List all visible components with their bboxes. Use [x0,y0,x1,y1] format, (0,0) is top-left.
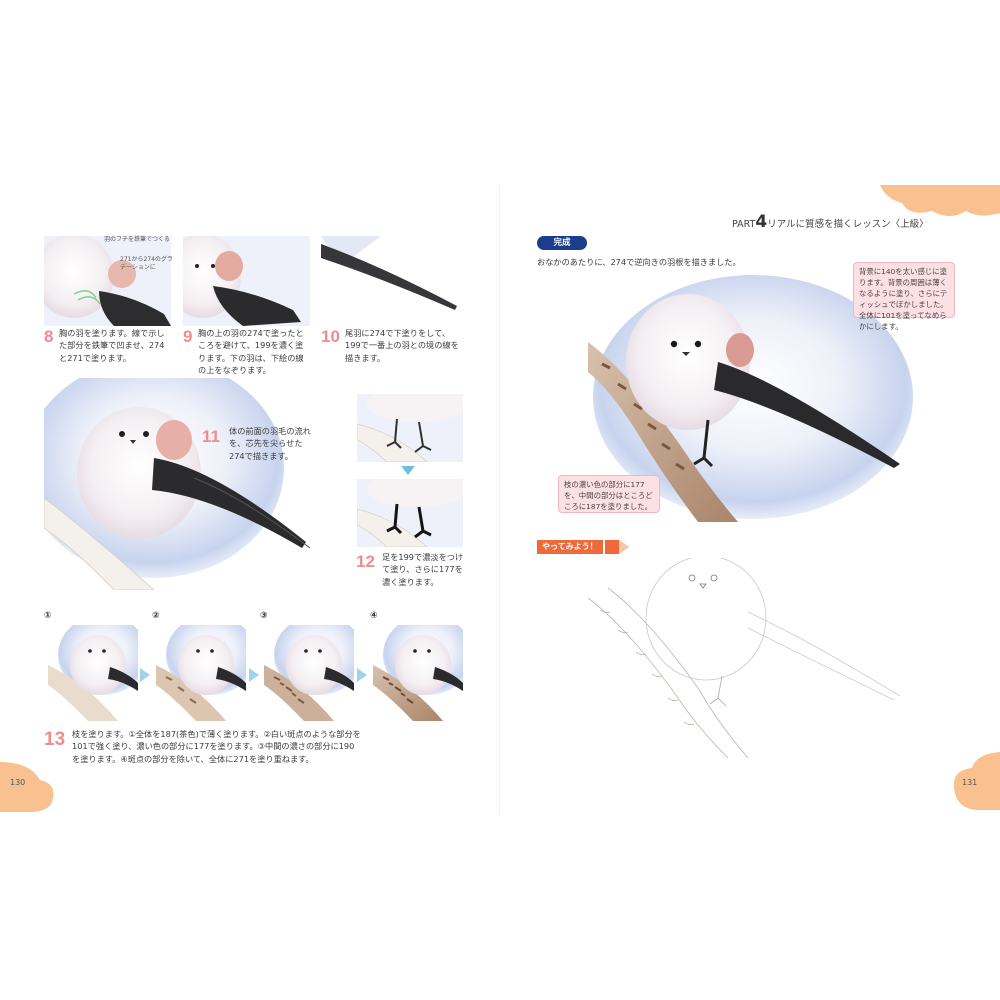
callout-branch-tip: 枝の濃い色の部分に177を、中間の部分はところどころに187を塗りました。 [558,475,660,513]
try-it-label: やってみよう！ [537,540,603,554]
part-label: PART [732,219,756,230]
step-13-number: 13 [44,729,66,750]
practice-line-drawing [588,558,908,758]
step-11-image [44,378,310,590]
substep-2-label: ② [152,611,160,621]
left-page-blob [0,762,54,812]
step-9-text: 胸の上の羽の274で塗ったところを避けて、199を濃く塗ります。下の羽は、下絵の… [198,328,304,375]
step-11-text: 体の前面の羽毛の流れを、芯先を尖らせた274で描きます。 [229,426,311,461]
step-10-text: 尾羽に274で下塗りをして、199で一番上の羽との境の線を描きます。 [345,328,459,363]
step-11-number: 11 [202,427,220,446]
pencil-icon [605,540,629,554]
left-page-number: 130 [10,778,26,787]
step-12-number: 12 [356,552,375,571]
step-12-down-arrow [401,466,415,475]
step-8-note-2: 271から274のグラデーションに [120,256,173,271]
substep-1-label: ① [44,611,52,621]
part-header: PART4リアルに質感を描くレッスン〈上級〉 [732,212,929,232]
right-page-number: 131 [962,778,978,787]
substep-3-label: ③ [260,611,268,621]
step-8-number: 8 [44,327,54,346]
complete-text: おなかのあたりに、274で逆向きの羽根を描きました。 [537,257,741,267]
substep-arrow-1 [140,668,150,682]
substep-1-image [48,625,138,721]
right-page-blob [953,752,1000,810]
step-8-note-1: 羽のフチを鉄筆でつくる [104,236,170,243]
callout-background-tip: 背景に140を太い感じに塗ります。背景の周囲は薄くなるように塗り、さらにティッシ… [853,262,955,331]
part-number: 4 [755,212,768,232]
part-title: リアルに質感を描くレッスン〈上級〉 [767,219,929,230]
substep-arrow-3 [357,668,367,682]
step-9-image [183,236,310,326]
gutter [499,185,500,815]
substep-arrow-2 [249,668,259,682]
step-8-text: 胸の羽を塗ります。線で示した部分を鉄筆で凹ませ、274と271で塗ります。 [59,328,165,363]
step-10-image [321,236,461,326]
substep-2-image [156,625,246,721]
complete-badge: 完成 [537,236,587,250]
substep-4-label: ④ [370,611,378,621]
step-12-image-before [357,394,463,462]
substep-3-image [264,625,354,721]
step-12-image-after [357,479,463,547]
substep-4-image [373,625,463,721]
step-12-text: 足を199で濃淡をつけて塗り、さらに177を濃く塗ります。 [382,552,464,587]
step-9-number: 9 [183,327,193,346]
step-13-text: 枝を塗ります。①全体を187(茶色)で薄く塗ります。②白い斑点のような部分を10… [72,729,361,764]
header-blob [880,185,1000,216]
step-10-number: 10 [321,327,340,346]
step-8-image [44,236,171,326]
